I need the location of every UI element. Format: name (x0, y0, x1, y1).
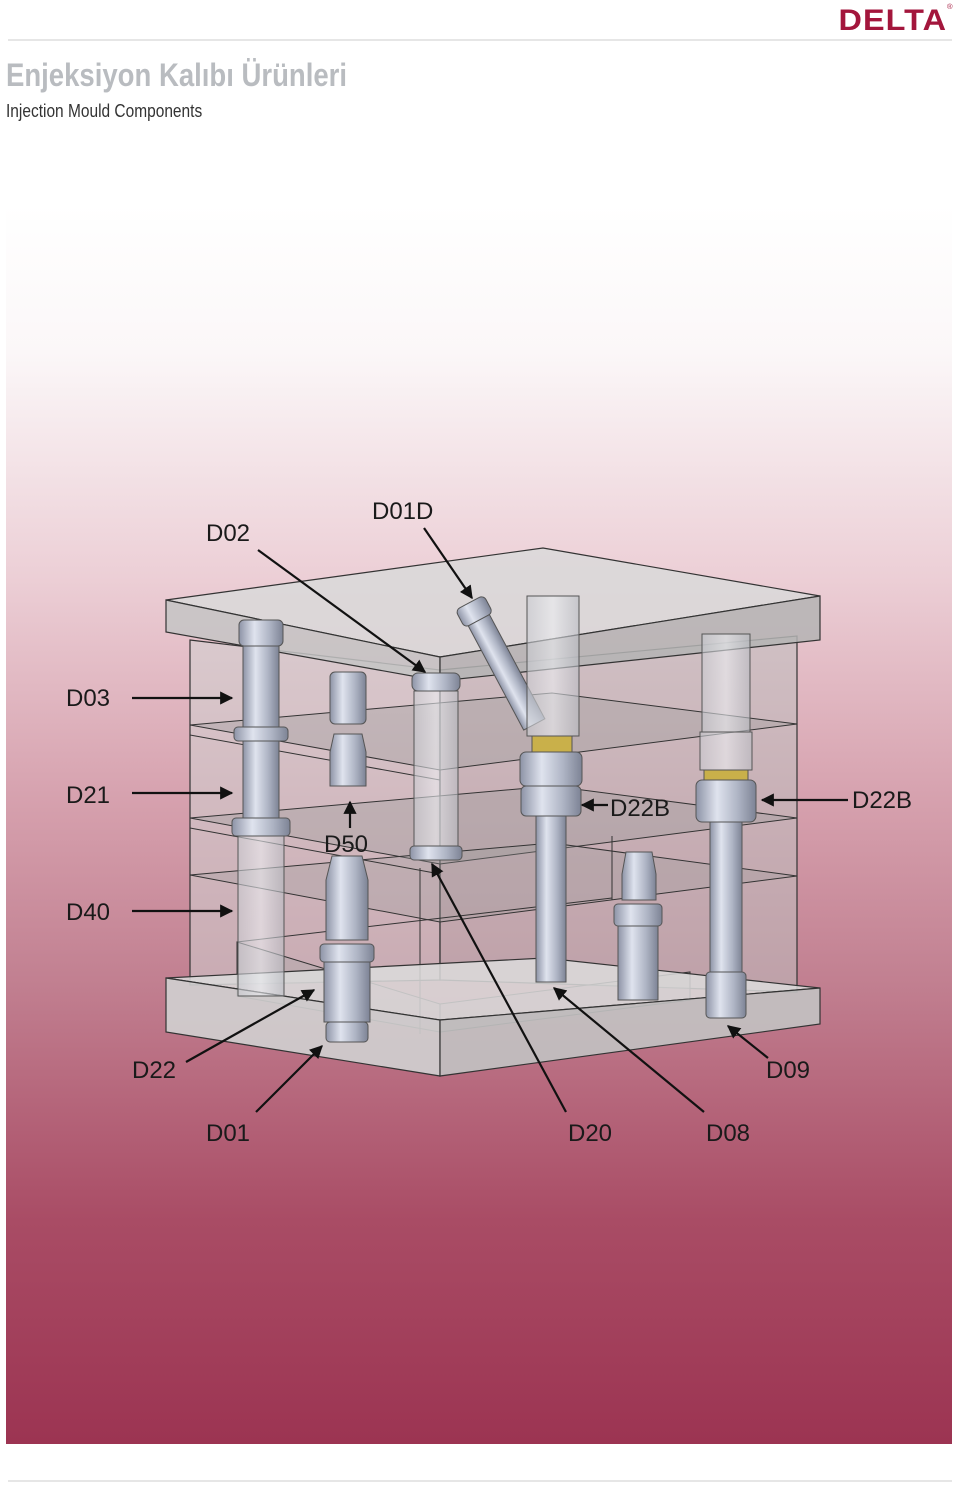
arrow-d01 (255, 1045, 323, 1113)
label-d22b-right: D22B (852, 787, 912, 814)
page-title: Enjeksiyon Kalıbı Ürünleri (6, 57, 348, 93)
label-d03: D03 (66, 685, 110, 712)
arrow-d22 (185, 989, 316, 1063)
label-d08: D08 (706, 1120, 750, 1147)
label-d21: D21 (66, 782, 110, 809)
label-d22: D22 (132, 1057, 176, 1084)
arrow-d20 (431, 862, 567, 1113)
label-d01d: D01D (372, 498, 433, 525)
brand-logo: DELTA® (838, 4, 954, 37)
label-d22b-center: D22B (610, 795, 670, 822)
arrow-d09 (726, 1025, 769, 1059)
label-d02: D02 (206, 520, 250, 547)
label-d01: D01 (206, 1120, 250, 1147)
page-subtitle: Injection Mould Components (6, 101, 203, 121)
callout-labels: D02 D01D D03 D21 D50 D22B D22B D40 D22 D… (66, 498, 912, 1147)
top-divider (8, 39, 952, 41)
arrow-d02 (257, 549, 427, 673)
arrow-d01d (423, 527, 473, 600)
label-d09: D09 (766, 1057, 810, 1084)
arrow-d08 (552, 987, 705, 1113)
label-d50: D50 (324, 831, 368, 858)
bottom-divider (8, 1480, 952, 1482)
callout-arrows (132, 527, 848, 1113)
label-d20: D20 (568, 1120, 612, 1147)
component-pins (231, 595, 757, 1043)
label-d40: D40 (66, 899, 110, 926)
